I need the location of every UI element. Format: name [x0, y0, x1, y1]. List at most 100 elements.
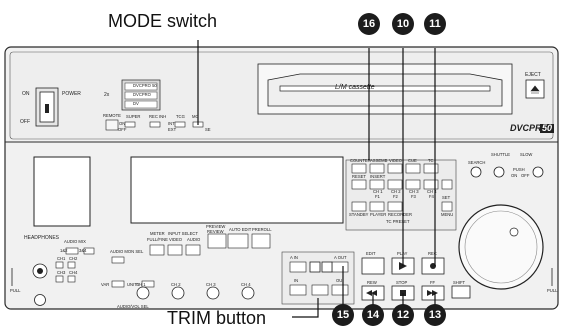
unity-var-switch-2[interactable] — [141, 280, 155, 288]
tcg-switch[interactable] — [174, 121, 186, 128]
ch-select-switch-1[interactable] — [55, 261, 64, 269]
ch2-volume-knob[interactable] — [171, 286, 185, 300]
tcg-ext-label: EXT — [168, 127, 177, 132]
audio-mon-sel-switch[interactable] — [111, 256, 125, 264]
callout-marker-12: 12 — [392, 304, 414, 326]
trim-center-button[interactable] — [311, 284, 329, 296]
super-switch[interactable] — [124, 121, 136, 128]
ch2-knob-label: CH 2 — [171, 282, 181, 287]
a-out-button[interactable] — [331, 261, 349, 273]
ch3-volume-knob[interactable] — [206, 286, 220, 300]
ch1-volume-knob[interactable] — [136, 286, 150, 300]
format-indicator-1 — [124, 82, 158, 91]
push-label: PUSH — [513, 167, 525, 172]
ff-label: FF — [430, 280, 436, 285]
remote-label: REMOTE — [103, 113, 121, 118]
callout-marker-11: 11 — [424, 13, 446, 35]
super-off-label: OFF — [118, 127, 127, 132]
player-label: PLAYER — [370, 212, 387, 217]
video-key-label: VIDEO — [389, 158, 403, 163]
format-indicator-2 — [124, 91, 158, 100]
edit-label: EDIT — [366, 251, 376, 256]
rec-inh-switch[interactable] — [149, 121, 161, 128]
stop-label: STOP — [396, 280, 408, 285]
ch4-knob-label: CH 4 — [241, 282, 251, 287]
unity-label: UNITY — [127, 282, 140, 287]
shift-button[interactable] — [451, 285, 471, 299]
tc-label: TC — [428, 158, 434, 163]
headphone-volume-knob[interactable] — [34, 294, 46, 306]
audio-mon-sel-label: AUDIO MON SEL — [110, 249, 144, 254]
preview-button[interactable] — [207, 233, 227, 249]
jog-shuttle-dial[interactable] — [458, 204, 544, 290]
rec-inh-label: REC INH — [149, 114, 167, 119]
ch2-key-label: CH 2 — [391, 189, 401, 194]
audio-mix-opt-1: 1&2 — [60, 248, 68, 253]
power-label: POWER — [62, 91, 81, 97]
input-select-video-button[interactable] — [167, 244, 183, 256]
ch4-volume-knob[interactable] — [241, 286, 255, 300]
preview-label: PREVIEW — [206, 224, 226, 229]
preroll-label: PREROLL — [252, 227, 272, 232]
remote-button[interactable] — [105, 119, 119, 131]
format-option-3: DV — [133, 101, 139, 106]
audio-mix-switch[interactable] — [65, 247, 79, 255]
out-button[interactable] — [331, 284, 349, 296]
ch1-knob-label: CH 1 — [136, 282, 146, 287]
f2-label: F2 — [393, 194, 398, 199]
rew-label: REW — [367, 280, 377, 285]
ff-icon — [427, 290, 438, 296]
f3-label: F3 — [411, 194, 416, 199]
brand-logo-number: 50 — [540, 123, 555, 133]
callout-marker-16: 16 — [358, 13, 380, 35]
a-out-label: A OUT — [334, 255, 347, 260]
counter-label: COUNTER — [350, 158, 371, 163]
meter-label: METER — [150, 231, 165, 236]
mode-se-label: SE — [205, 127, 211, 132]
search-button[interactable] — [470, 166, 482, 178]
callout-marker-14: 14 — [362, 304, 384, 326]
shift-label: SHIFT — [453, 280, 466, 285]
jog-shuttle-ring — [464, 210, 538, 284]
var-label: VAR — [101, 282, 110, 287]
callout-leaders — [197, 40, 436, 318]
tcg-label: TCG — [176, 114, 185, 119]
tcg-int-label: INT — [168, 121, 175, 126]
power-switch-indicator — [45, 104, 49, 113]
meter-button[interactable] — [149, 244, 165, 256]
unity-var-switch-1[interactable] — [111, 280, 125, 288]
shuttle-mode-button[interactable] — [493, 166, 505, 178]
in-label: IN — [294, 278, 299, 283]
shuttle-label: SHUTTLE — [491, 152, 511, 157]
auto-edit-label: AUTO EDIT — [229, 227, 252, 232]
tc-preset-label: TC PRESET — [386, 219, 410, 224]
video-monitor-screen — [33, 156, 91, 227]
input-video-label: VIDEO — [169, 237, 183, 242]
standby-label: STANDBY — [349, 212, 369, 217]
edit-button[interactable] — [361, 257, 385, 275]
callout-marker-13: 13 — [424, 304, 446, 326]
trim-button-minus[interactable] — [309, 261, 321, 273]
a-in-button[interactable] — [289, 261, 307, 273]
super-on-label: ON — [119, 121, 126, 126]
audio-mix-label: AUDIO MIX — [64, 239, 86, 244]
trim-button-plus[interactable] — [321, 261, 333, 273]
meter-sub-label: FULL/FINE — [147, 237, 168, 242]
ch-select-switch-2[interactable] — [67, 261, 76, 269]
format-option-2: DVCPRO — [133, 92, 151, 97]
search-label: SEARCH — [468, 160, 486, 165]
edit-point-panel — [281, 251, 355, 305]
ch-select-switch-3[interactable] — [55, 275, 64, 283]
rew-icon — [366, 290, 377, 296]
in-button[interactable] — [289, 284, 307, 296]
input-select-audio-button[interactable] — [185, 244, 201, 256]
rec-label: REC — [428, 251, 437, 256]
auto-edit-button[interactable] — [227, 233, 249, 249]
audio-mix-selector[interactable] — [83, 247, 95, 255]
headphone-jack-core — [37, 268, 43, 274]
preroll-button[interactable] — [251, 233, 271, 249]
reset-label: RESET — [352, 174, 366, 179]
slow-mode-button[interactable] — [532, 166, 544, 178]
ch-select-switch-4[interactable] — [67, 275, 76, 283]
